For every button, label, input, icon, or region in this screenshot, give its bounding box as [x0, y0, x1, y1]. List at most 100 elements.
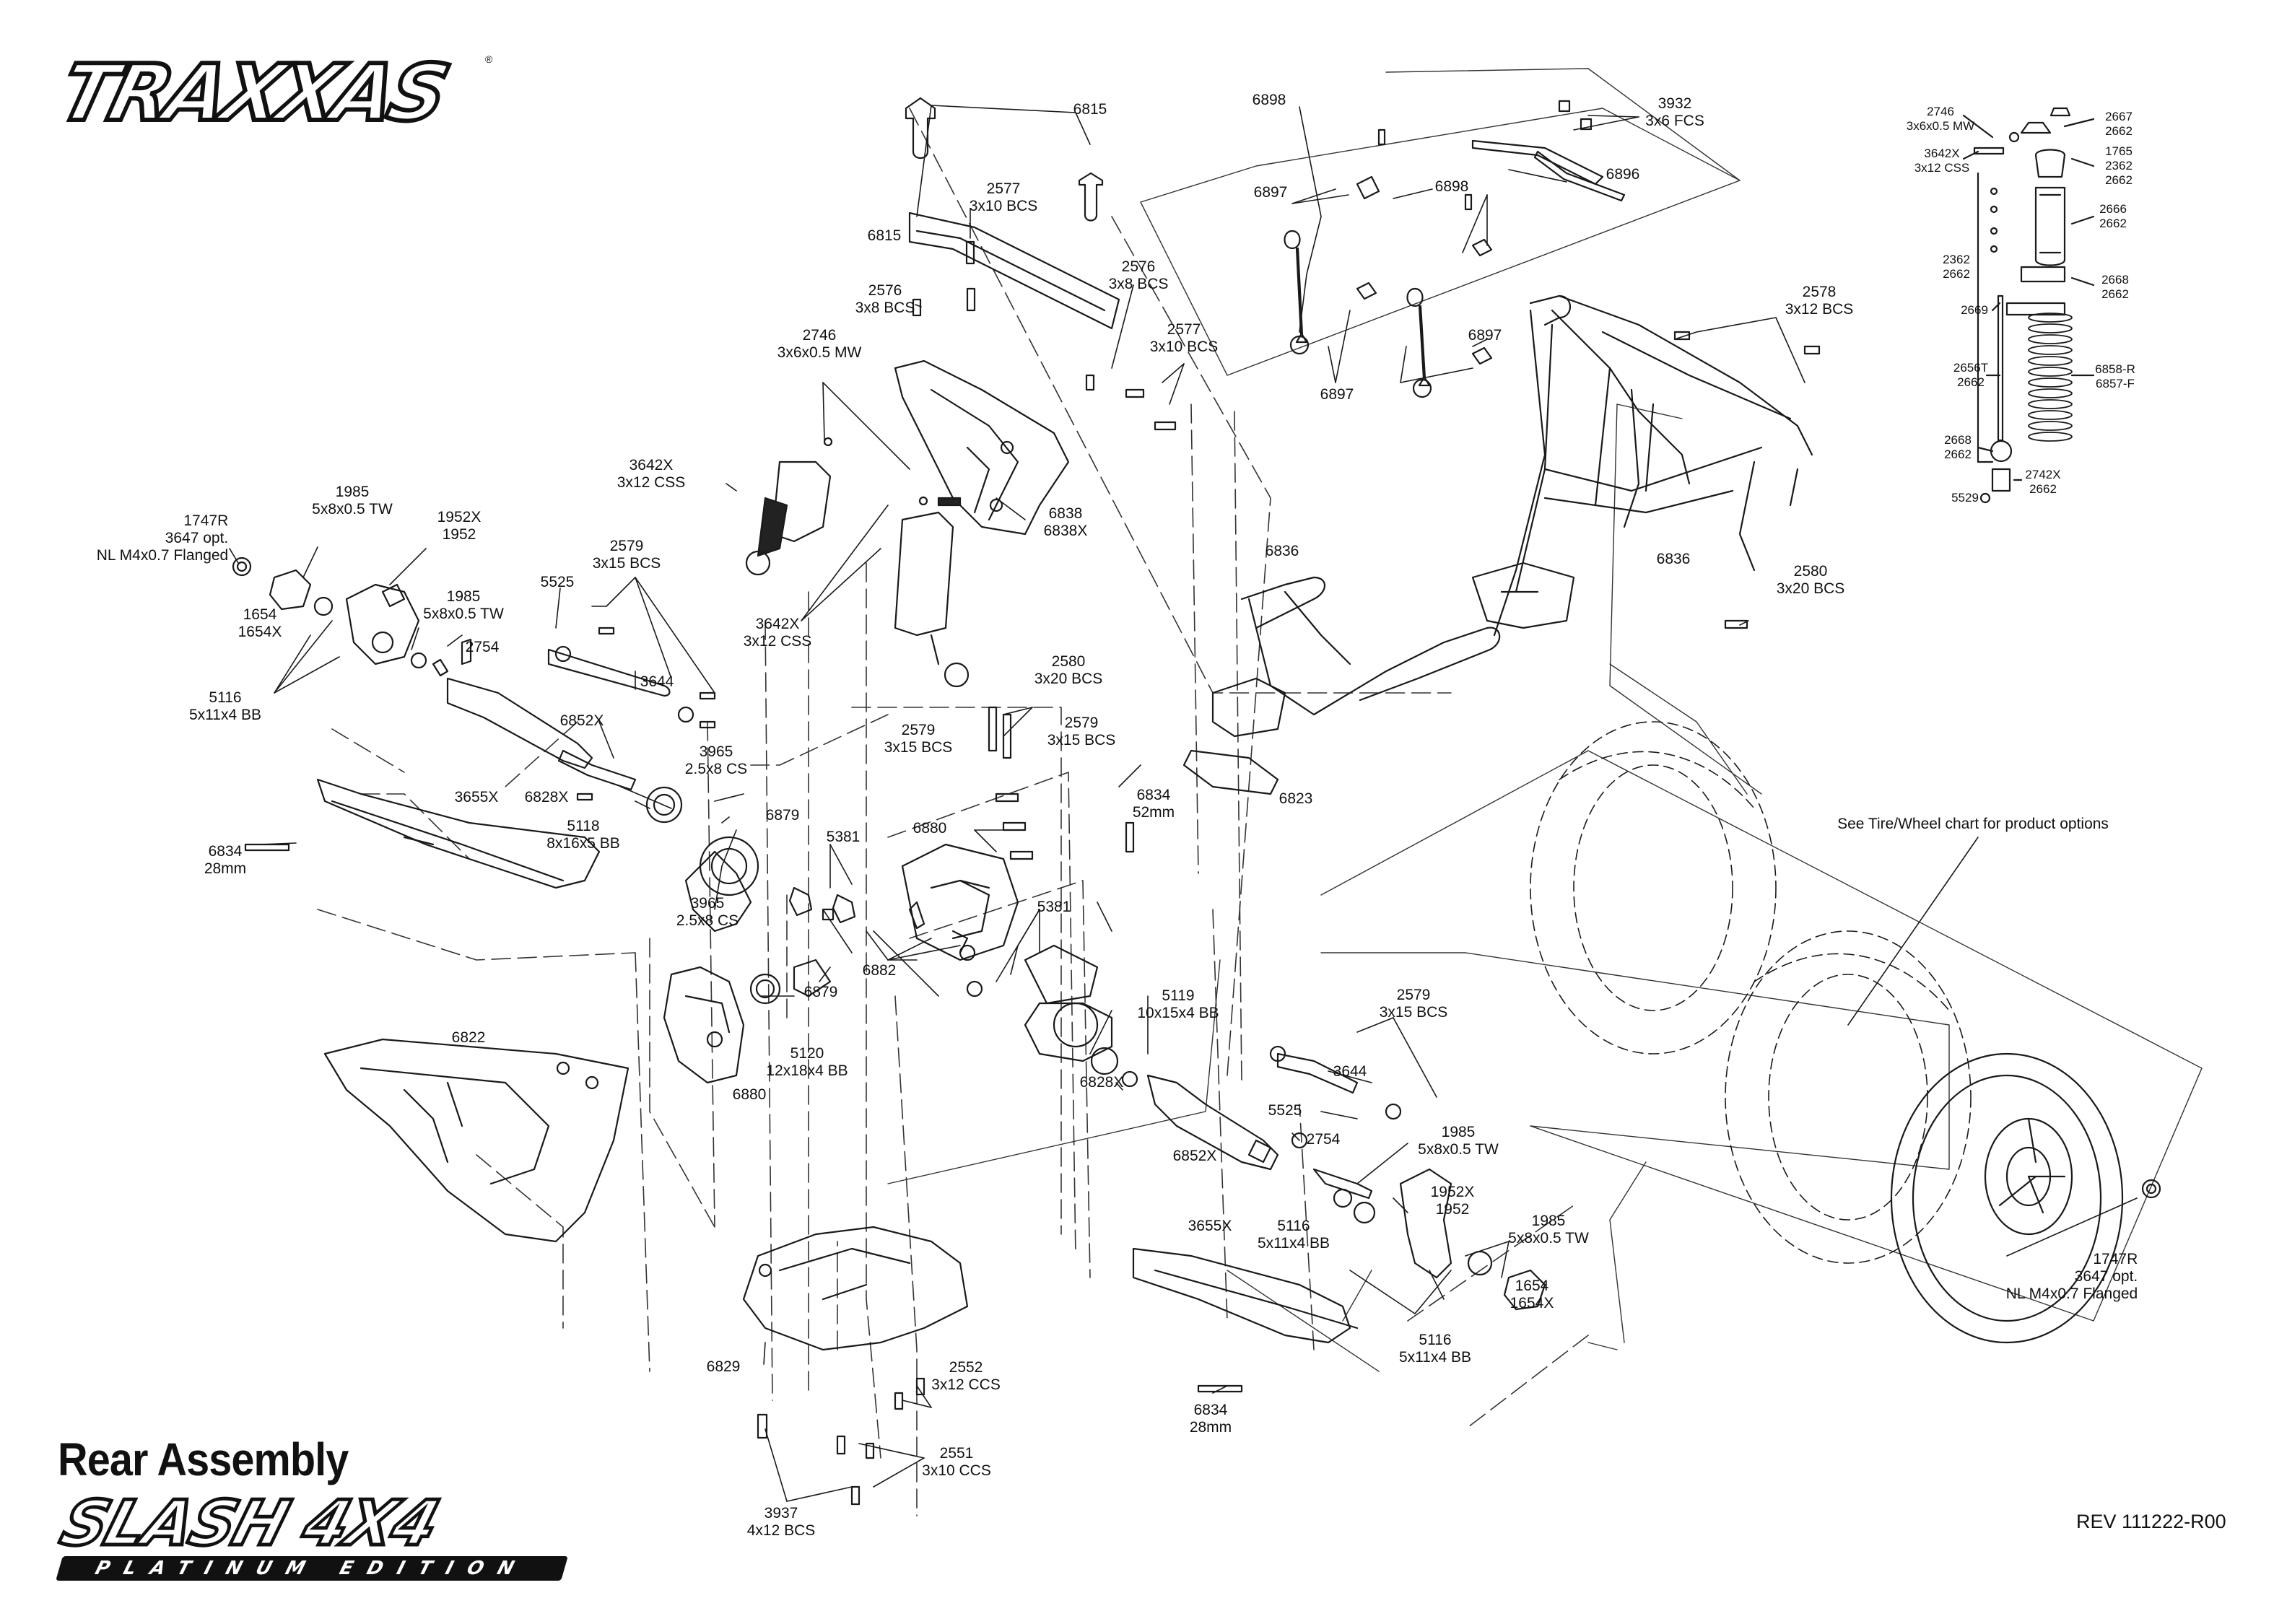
part-label: 2667 2662 — [2105, 110, 2133, 138]
traxxas-logo: TRAXXAS ® — [49, 46, 493, 141]
tire-wheel-note: See Tire/Wheel chart for product options — [1837, 816, 2109, 832]
part-label: 2579 3x15 BCS — [884, 722, 953, 756]
part-label: 5118 8x16x5 BB — [546, 818, 620, 852]
part-label: 3642X 3x12 CSS — [743, 616, 812, 650]
part-label: 6897 — [1468, 327, 1502, 344]
model-name: SLASH 4X4 — [51, 1486, 448, 1562]
part-label: 6897 — [1320, 386, 1354, 403]
part-label: 6852X — [1172, 1148, 1217, 1164]
part-label: 6828X — [1079, 1074, 1124, 1091]
part-label: 2362 2662 — [1943, 253, 1970, 281]
part-label: 2656T 2662 — [1953, 361, 1989, 389]
part-label: 1985 5x8x0.5 TW — [312, 484, 393, 518]
part-label: 2754 — [465, 639, 500, 655]
part-label: 6880 — [912, 820, 947, 837]
part-label: 6822 — [451, 1029, 486, 1046]
part-label: 1747R 3647 opt. NL M4x0.7 Flanged — [96, 512, 229, 564]
part-label: 3655X — [1188, 1218, 1232, 1234]
part-label: 3644 — [640, 673, 674, 690]
differential-parts — [663, 706, 1135, 1084]
part-label: 2577 3x10 BCS — [1149, 321, 1219, 355]
part-label: 5116 5x11x4 BB — [1398, 1332, 1472, 1366]
registered-mark: ® — [485, 53, 493, 65]
part-label: 6879 — [803, 984, 838, 1000]
edition-text: PLATINUM EDITION — [92, 1558, 531, 1579]
part-label: 6898 — [1434, 178, 1469, 195]
part-label: 5529 — [1951, 491, 1979, 505]
part-label: 6829 — [706, 1358, 741, 1375]
part-label: 2579 3x15 BCS — [592, 538, 661, 572]
part-label: 2577 3x10 BCS — [969, 180, 1038, 214]
part-label: 6882 — [862, 962, 897, 979]
part-label: 6836 — [1265, 543, 1299, 559]
link-parts — [1284, 100, 1626, 398]
exploded-frame-lines — [887, 68, 2203, 1372]
part-label: 6880 — [732, 1086, 767, 1103]
part-label: 1985 5x8x0.5 TW — [1508, 1213, 1589, 1247]
part-label: 6834 52mm — [1132, 787, 1175, 821]
edition-banner: PLATINUM EDITION — [56, 1556, 568, 1581]
part-label: 6838 6838X — [1043, 505, 1088, 539]
part-label: 3937 4x12 BCS — [746, 1505, 816, 1539]
part-label: 3644 — [1333, 1063, 1367, 1080]
slash-4x4-logo: SLASH 4X4 PLATINUM EDITION — [49, 1486, 576, 1581]
part-label: 6896 — [1606, 166, 1640, 183]
leader-lines — [229, 105, 2138, 1502]
part-label: 2579 3x15 BCS — [1047, 715, 1116, 748]
skid-plates — [323, 1038, 969, 1506]
part-label: 5116 5x11x4 BB — [1257, 1218, 1330, 1252]
part-label: 2669 — [1961, 303, 1988, 317]
part-label: 2580 3x20 BCS — [1776, 563, 1845, 597]
right-side-parts — [1121, 331, 1821, 1393]
part-label: 3642X 3x12 CSS — [1914, 147, 1970, 175]
part-label: 3965 2.5x8 CS — [684, 743, 748, 777]
part-label: 1952X 1952 — [437, 509, 482, 543]
part-label: 2580 3x20 BCS — [1034, 653, 1103, 687]
part-label: 2666 2662 — [2099, 202, 2127, 230]
revision-code: REV 111222-R00 — [2076, 1511, 2226, 1532]
part-label: 5119 10x15x4 BB — [1137, 987, 1219, 1021]
part-label: 6858-R 6857-F — [2095, 362, 2135, 390]
part-label: 2551 3x10 CCS — [922, 1445, 991, 1479]
part-label: 1747R 3647 opt. NL M4x0.7 Flanged — [2005, 1251, 2138, 1302]
part-label: 5525 — [540, 574, 575, 590]
part-label: 1952X 1952 — [1430, 1184, 1475, 1218]
part-label: 5116 5x11x4 BB — [188, 689, 262, 723]
part-label: 1654 1654X — [238, 606, 282, 640]
part-label: 6836 — [1656, 551, 1691, 567]
part-label: 2746 3x6x0.5 MW — [1906, 105, 1975, 133]
page-title: Rear Assembly — [58, 1433, 349, 1485]
part-label: 1765 2362 2662 — [2105, 144, 2133, 187]
part-label: 2576 3x8 BCS — [1108, 258, 1169, 292]
part-label: 2742X 2662 — [2025, 468, 2061, 496]
part-label: 6897 — [1253, 184, 1288, 201]
part-label: 6879 — [765, 807, 800, 824]
part-label: 5381 — [826, 829, 861, 845]
part-label: 2746 3x6x0.5 MW — [777, 327, 862, 361]
part-label: 1985 5x8x0.5 TW — [423, 588, 504, 622]
rear-brace — [1182, 294, 1813, 795]
part-label: 1654 1654X — [1510, 1278, 1554, 1311]
part-label: 2754 — [1306, 1131, 1341, 1148]
shock-tower-parts — [745, 97, 1177, 688]
part-label: 6834 28mm — [204, 843, 247, 877]
part-label: 2668 2662 — [1944, 433, 1972, 461]
part-label: 6815 — [867, 227, 902, 244]
part-label: 6852X — [559, 712, 604, 729]
part-label: 1985 5x8x0.5 TW — [1418, 1124, 1499, 1158]
part-label: 6823 — [1278, 790, 1313, 807]
part-label: 2576 3x8 BCS — [855, 282, 915, 316]
part-label: 6815 — [1073, 101, 1107, 118]
part-label: 2668 2662 — [2101, 273, 2129, 301]
part-label: 5525 — [1268, 1102, 1302, 1119]
part-label: 2578 3x12 BCS — [1785, 284, 1854, 318]
part-label: 3655X — [454, 789, 499, 806]
part-label: 6898 — [1252, 92, 1286, 108]
assembly-guide-lines — [317, 108, 1589, 1516]
part-label: 3965 2.5x8 CS — [676, 895, 739, 929]
part-label: 2552 3x12 CCS — [931, 1359, 1001, 1393]
shock-exploded-parts — [1962, 107, 2095, 504]
part-label: 3642X 3x12 CSS — [617, 457, 686, 491]
